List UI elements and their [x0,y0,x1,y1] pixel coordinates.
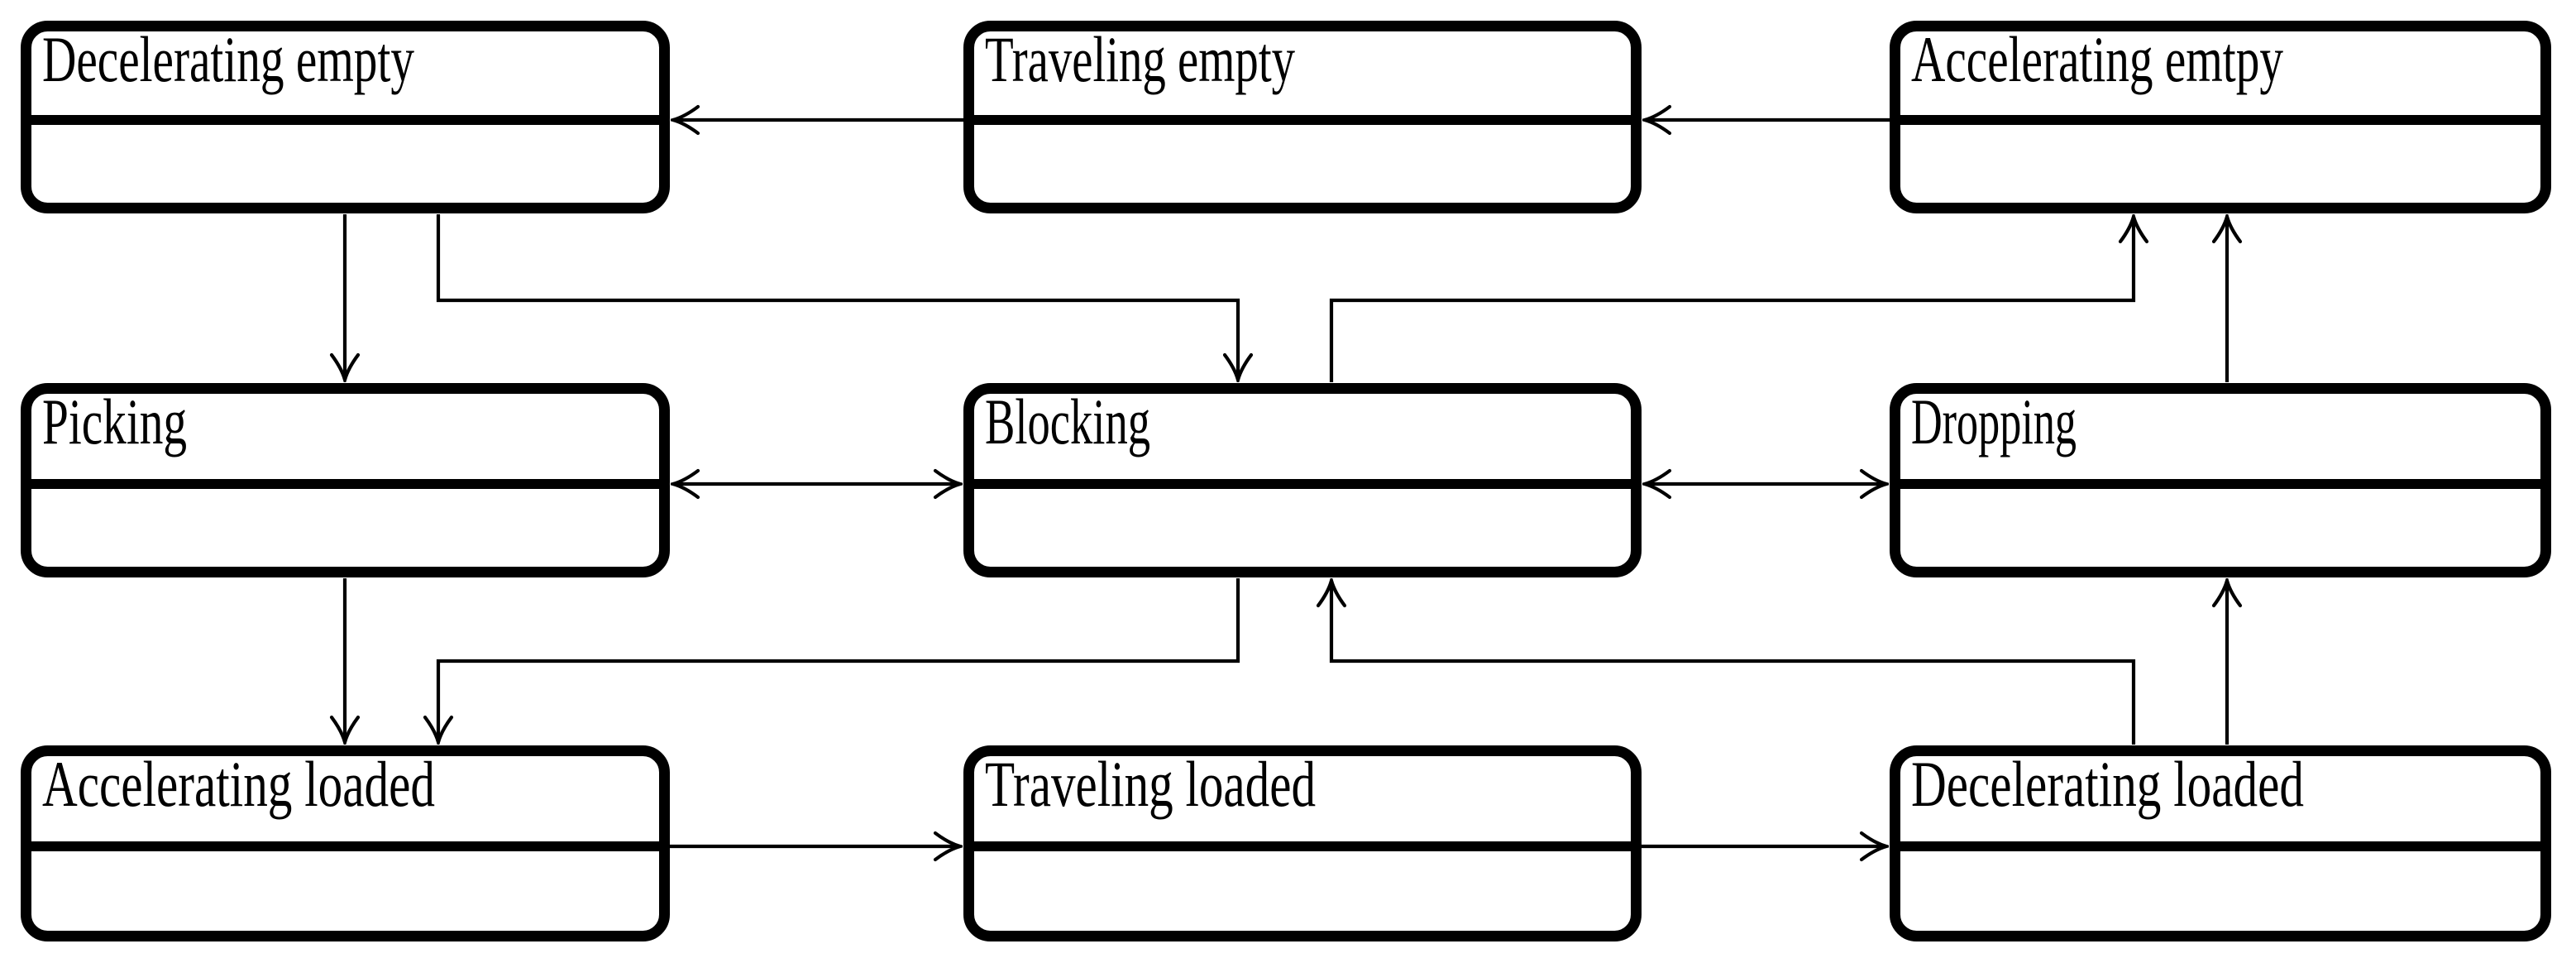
transitions-layer [345,120,2227,846]
transition-blocking-to-accelerating-empty [1329,217,2134,382]
state-label: Decelerating empty [42,23,414,95]
state-label: Blocking [985,386,1150,458]
state-traveling-loaded: Traveling loaded [963,745,1642,941]
state-label: Traveling loaded [985,748,1316,820]
state-label: Dropping [1911,386,2077,458]
state-label: Accelerating emtpy [1911,23,2283,95]
state-label: Decelerating loaded [1911,748,2304,820]
transition-blocking-to-accelerating-loaded [438,578,1240,742]
state-dropping: Dropping [1890,383,2551,577]
state-blocking: Blocking [963,383,1642,577]
state-decelerating-empty: Decelerating empty [21,21,670,213]
state-decelerating-loaded: Decelerating loaded [1890,745,2551,941]
state-label: Picking [42,386,187,458]
transition-decelerating-empty-to-blocking [436,214,1238,380]
transition-decelerating-loaded-to-blocking [1331,581,2136,745]
state-traveling-empty: Traveling empty [963,21,1642,213]
state-accelerating-loaded: Accelerating loaded [21,745,670,941]
state-label: Accelerating loaded [42,748,435,820]
state-picking: Picking [21,383,670,577]
state-label: Traveling empty [985,23,1295,95]
state-accelerating-empty: Accelerating emtpy [1890,21,2551,213]
